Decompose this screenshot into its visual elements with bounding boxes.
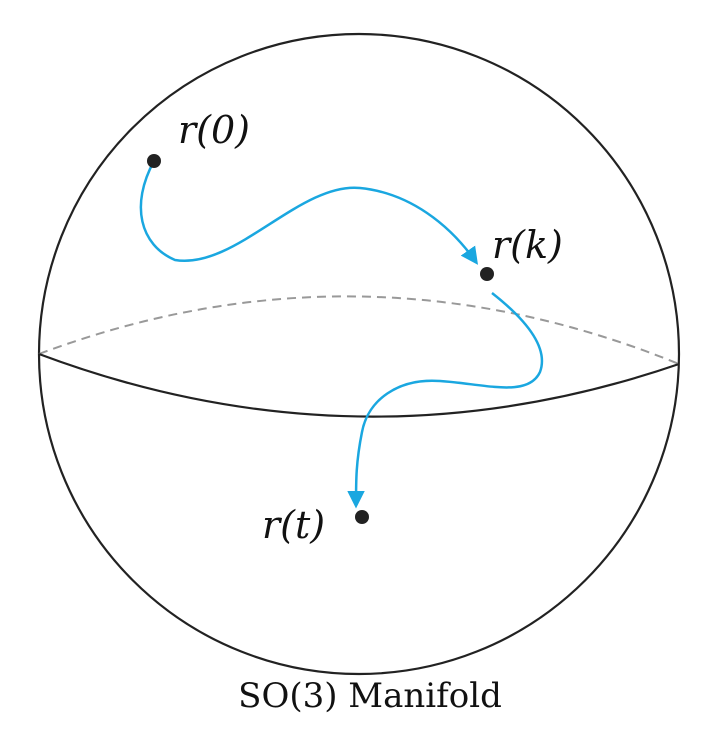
trajectory-segment-1 bbox=[139, 160, 479, 265]
sphere-outline bbox=[37, 32, 681, 676]
point-r0 bbox=[147, 154, 161, 168]
trajectory-segment-2 bbox=[347, 292, 544, 509]
equator-front bbox=[38, 352, 680, 418]
point-rk bbox=[480, 267, 494, 281]
diagram-caption: SO(3) Manifold bbox=[238, 676, 502, 716]
label-rk: r(k) bbox=[492, 223, 563, 267]
point-rt bbox=[355, 510, 369, 524]
label-rt: r(t) bbox=[262, 503, 325, 547]
equator-back-dashed bbox=[38, 295, 680, 365]
label-r0: r(0) bbox=[178, 108, 250, 152]
